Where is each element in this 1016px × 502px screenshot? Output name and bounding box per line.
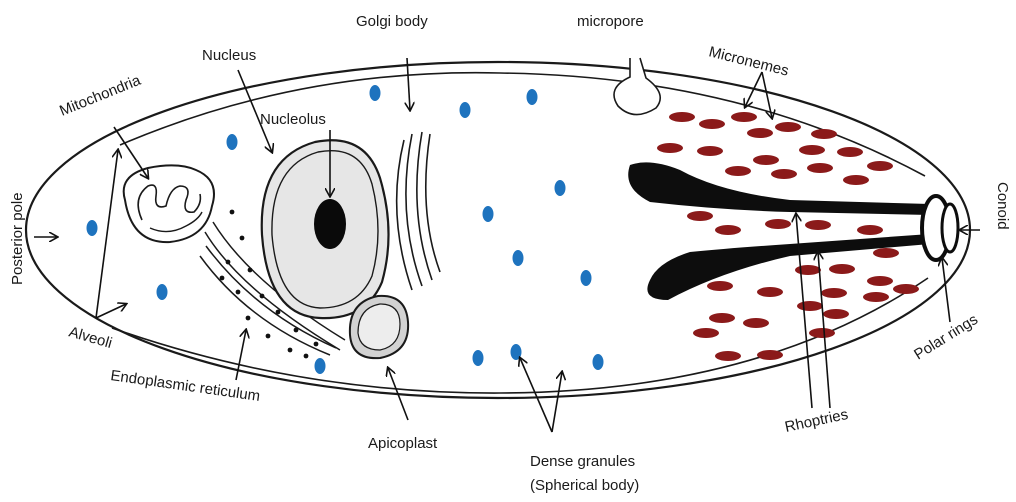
dense-granule [511, 344, 522, 360]
label-dense-granules: Dense granules [530, 453, 635, 470]
dense-granule [527, 89, 538, 105]
label-posterior-pole: Posterior pole [9, 192, 26, 285]
label-micropore: micropore [577, 13, 644, 30]
label-apicoplast: Apicoplast [368, 435, 438, 452]
dense-granule [227, 134, 238, 150]
dense-granule [315, 358, 326, 374]
micropore [614, 58, 660, 115]
label-nucleus: Nucleus [202, 47, 256, 64]
dense-granule [87, 220, 98, 236]
label-golgi-body: Golgi body [356, 13, 428, 30]
dense-granule [513, 250, 524, 266]
mitochondrion [124, 165, 214, 242]
conoid [942, 204, 958, 252]
dense-granule [460, 102, 471, 118]
label-alveoli: Alveoli [67, 324, 114, 353]
label-micronemes: Micronemes [707, 43, 790, 79]
label-spherical-body: (Spherical body) [530, 477, 639, 494]
dense-granule [581, 270, 592, 286]
nucleolus [314, 199, 346, 249]
label-nucleolus: Nucleolus [260, 111, 326, 128]
dense-granule [157, 284, 168, 300]
label-rhoptries: Rhoptries [783, 406, 849, 436]
conoid-complex [922, 196, 958, 260]
dense-granule [370, 85, 381, 101]
label-mitochondria: Mitochondria [57, 72, 144, 120]
dense-granule [483, 206, 494, 222]
label-endoplasmic-reticulum: Endoplasmic reticulum [109, 367, 261, 405]
nucleus [262, 140, 389, 318]
apicoplast [350, 296, 408, 358]
dense-granule [555, 180, 566, 196]
label-conoid: Conoid [994, 182, 1011, 230]
dense-granule [593, 354, 604, 370]
dense-granule [473, 350, 484, 366]
label-polar-rings: Polar rings [911, 311, 981, 363]
